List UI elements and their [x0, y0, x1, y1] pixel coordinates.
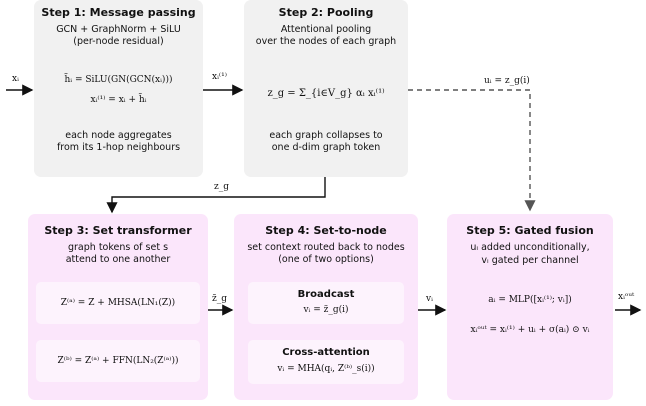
cross-attention-title: Cross-attention	[282, 347, 370, 358]
step4-broadcast-option: Broadcast vᵢ = z̃_g(i)	[248, 282, 404, 324]
step5-description-2: vᵢ gated per channel	[481, 255, 579, 266]
skip-connection-arrow	[408, 89, 536, 212]
step4-title: Step 4: Set-to-node	[265, 224, 387, 237]
skip-connection-label: uᵢ = z_g(i)	[484, 76, 530, 86]
broadcast-title: Broadcast	[297, 289, 355, 300]
step1-equation-2: xᵢ⁽¹⁾ = xᵢ + h̃ᵢ	[90, 95, 147, 105]
step1-title: Step 1: Message passing	[41, 6, 196, 19]
broadcast-equation: vᵢ = z̃_g(i)	[303, 305, 349, 315]
step5-equation-1: aᵢ = MLP([xᵢ⁽¹⁾; vᵢ])	[488, 295, 572, 305]
cross-attention-equation: vᵢ = MHA(qᵢ, Z⁽ᵇ⁾_s(i))	[277, 364, 375, 374]
step2-note: each graph collapses to one d-dim graph …	[269, 130, 383, 153]
step5-title: Step 5: Gated fusion	[466, 224, 594, 237]
step3-title: Step 3: Set transformer	[44, 224, 192, 237]
step1-to-step2-label: xᵢ⁽¹⁾	[212, 72, 227, 82]
input-label: xᵢ	[12, 74, 19, 84]
step4-to-step5-label: vᵢ	[426, 294, 433, 304]
step4-cross-attention-option: Cross-attention vᵢ = MHA(qᵢ, Z⁽ᵇ⁾_s(i))	[248, 340, 404, 384]
step3-box: Step 3: Set transformer graph tokens of …	[28, 214, 208, 400]
step3-to-step4-label: z̃_g	[212, 294, 228, 304]
step2-box: Step 2: Pooling Attentional pooling over…	[244, 0, 408, 177]
step4-description: set context routed back to nodes (one of…	[247, 242, 405, 265]
output-label: xᵢᵒᵘᵗ	[618, 292, 635, 302]
step5-box: Step 5: Gated fusion uᵢ added unconditio…	[447, 214, 613, 400]
step3-ffn-block: Z⁽ᵇ⁾ = Z⁽ᵃ⁾ + FFN(LN₂(Z⁽ᵃ⁾))	[36, 340, 200, 382]
step2-title: Step 2: Pooling	[278, 6, 374, 19]
step1-note: each node aggregates from its 1-hop neig…	[56, 130, 181, 153]
step3-equation-2: Z⁽ᵇ⁾ = Z⁽ᵃ⁾ + FFN(LN₂(Z⁽ᵃ⁾))	[57, 356, 179, 366]
step5-equation-2: xᵢᵒᵘᵗ = xᵢ⁽¹⁾ + uᵢ + σ(aᵢ) ⊙ vᵢ	[470, 325, 590, 335]
step2-to-step3-label: z_g	[214, 182, 230, 192]
step3-equation-1: Z⁽ᵃ⁾ = Z + MHSA(LN₁(Z))	[60, 298, 176, 308]
step2-to-step3-arrow	[106, 177, 326, 214]
step4-box: Step 4: Set-to-node set context routed b…	[234, 214, 418, 400]
step3-description: graph tokens of set s attend to one anot…	[65, 242, 171, 265]
step2-description: Attentional pooling over the nodes of ea…	[255, 24, 397, 47]
step1-box: Step 1: Message passing GCN + GraphNorm …	[34, 0, 203, 177]
step1-description: GCN + GraphNorm + SiLU (per-node residua…	[56, 24, 181, 47]
step5-description-1: uᵢ added unconditionally,	[470, 242, 590, 253]
step2-equation: z_g = Σ_{i∈V_g} αᵢ xᵢ⁽¹⁾	[267, 88, 385, 99]
step3-attention-block: Z⁽ᵃ⁾ = Z + MHSA(LN₁(Z))	[36, 282, 200, 324]
step1-equation-1: h̃ᵢ = SiLU(GN(GCN(xᵢ)))	[64, 75, 173, 85]
